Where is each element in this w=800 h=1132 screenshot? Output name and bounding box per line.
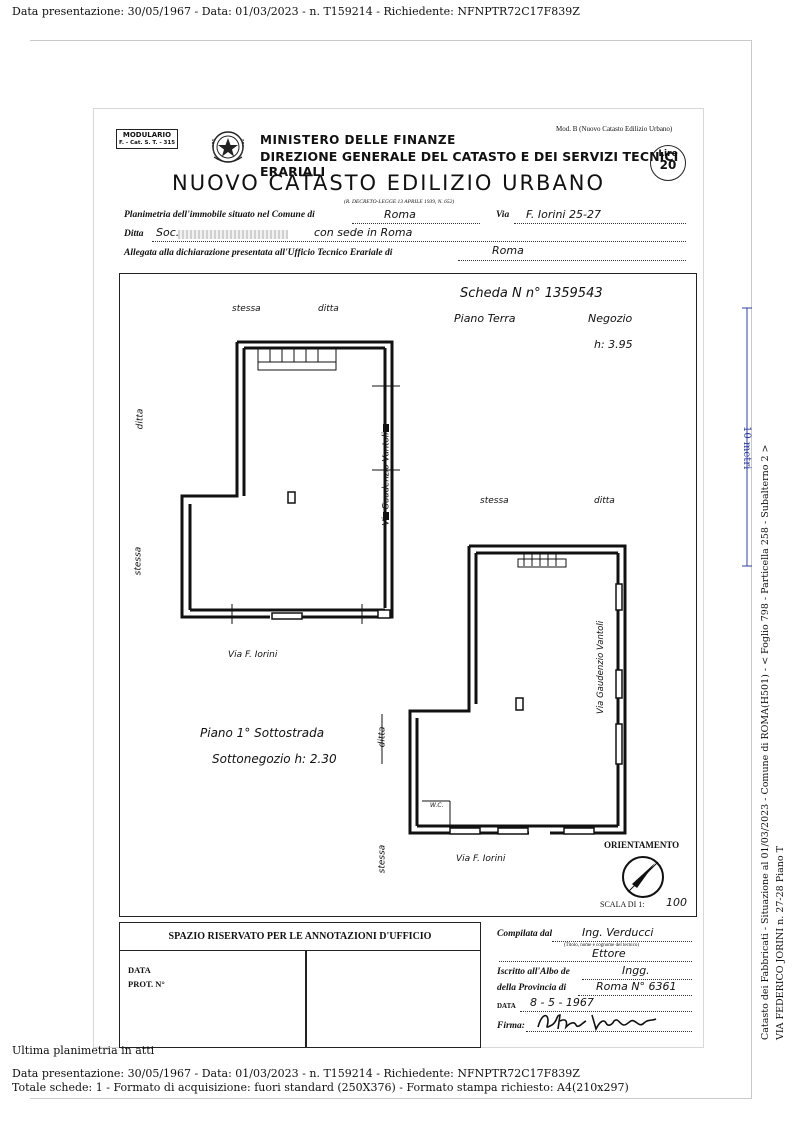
modulario-box: MODULARIO F. - Cat. S. T. - 315 bbox=[116, 129, 178, 149]
stessa-side-2: stessa bbox=[377, 844, 388, 874]
frame-bottom bbox=[30, 1098, 752, 1099]
spazio-riservato-title: SPAZIO RISERVATO PER LE ANNOTAZIONI D'UF… bbox=[120, 923, 480, 951]
modulario-title: MODULARIO bbox=[122, 131, 172, 139]
scala-value: 100 bbox=[666, 896, 687, 909]
titolo-note: (Titolo, nome e cognome del tecnico) bbox=[564, 943, 640, 948]
piano-terra-label: Piano Terra bbox=[454, 312, 516, 325]
lire-stamp: Lire 20 bbox=[650, 145, 686, 181]
compilata-value: Ing. Verducci bbox=[582, 926, 654, 939]
ditta-label: Ditta bbox=[124, 229, 144, 239]
header-info: Data presentazione: 30/05/1967 - Data: 0… bbox=[12, 5, 580, 18]
via-gaudenzio-2: Via Gaudenzio Vantoli bbox=[596, 620, 606, 714]
floor-plan-drawing bbox=[180, 340, 627, 835]
document-title: NUOVO CATASTO EDILIZIO URBANO bbox=[172, 171, 606, 195]
via-value: F. Iorini 25-27 bbox=[526, 208, 601, 221]
via-gaudenzio-1: Via Gaudenzio Vantoli bbox=[381, 432, 392, 526]
data-compilazione-line bbox=[520, 1011, 692, 1012]
republic-emblem-icon bbox=[211, 131, 245, 163]
direzione-title: DIREZIONE GENERALE DEL CATASTO E DEI SER… bbox=[260, 149, 679, 179]
comune-value: Roma bbox=[384, 208, 416, 221]
modulario-code: F. - Cat. S. T. - 315 bbox=[118, 140, 176, 146]
negozio-label: Negozio bbox=[588, 312, 633, 325]
ditta-value: Soc. bbox=[156, 226, 180, 239]
data-compilazione-value: 8 - 5 - 1967 bbox=[530, 996, 594, 1009]
provincia-label: della Provincia di bbox=[497, 983, 567, 993]
allegata-label: Allegata alla dichiarazione presentata a… bbox=[124, 248, 393, 258]
document-sheet: MODULARIO F. - Cat. S. T. - 315 MINISTER… bbox=[93, 108, 704, 1048]
footer-line-1: Data presentazione: 30/05/1967 - Data: 0… bbox=[12, 1067, 580, 1080]
provincia-line bbox=[578, 995, 692, 996]
mod-b-label: Mod. B (Nuovo Catasto Edilizio Urbano) bbox=[556, 125, 673, 133]
office-box: SPAZIO RISERVATO PER LE ANNOTAZIONI D'UF… bbox=[119, 922, 481, 1048]
stessa-label-1: stessa bbox=[232, 304, 261, 314]
via-iorini-2: Via F. Iorini bbox=[456, 854, 506, 864]
firma-label: Firma: bbox=[497, 1021, 525, 1031]
orientamento-label: ORIENTAMENTO bbox=[604, 840, 680, 850]
sottonegozio-label: Sottonegozio h: 2.30 bbox=[212, 752, 337, 766]
nome-value: Ettore bbox=[592, 947, 626, 960]
via-iorini-1: Via F. Iorini bbox=[228, 650, 278, 660]
iscritto-label: Iscritto all'Albo de bbox=[497, 967, 570, 977]
comune-line bbox=[352, 223, 480, 224]
plan-area: Scheda N n° 1359543 Piano Terra Negozio … bbox=[119, 273, 697, 917]
stessa-side-1: stessa bbox=[133, 546, 144, 576]
firma-line bbox=[526, 1031, 692, 1032]
office-prot-label: PROT. N° bbox=[128, 979, 165, 989]
compilata-line bbox=[552, 941, 692, 942]
nome-line bbox=[499, 961, 692, 962]
iscritto-line bbox=[582, 979, 692, 980]
ditta-label-2: ditta bbox=[594, 496, 615, 506]
allegata-value: Roma bbox=[492, 244, 524, 257]
lire-value: 20 bbox=[659, 158, 677, 172]
decree-note: (R. DECRETO-LEGGE 13 APRILE 1939, N. 652… bbox=[344, 199, 455, 205]
frame-right bbox=[751, 40, 752, 1099]
lire-label: Lire bbox=[658, 149, 678, 159]
side-caption-2: VIA FEDERICO JORINI n. 27-28 Piano T bbox=[775, 846, 786, 1040]
office-data-label: DATA bbox=[128, 965, 151, 975]
planimetria-label: Planimetria dell'immobile situato nel Co… bbox=[124, 210, 315, 220]
provincia-value: Roma N° 6361 bbox=[596, 980, 677, 993]
office-divider bbox=[305, 950, 307, 1047]
ditta-sede: con sede in Roma bbox=[314, 226, 413, 239]
scale-bar bbox=[742, 307, 752, 567]
ditta-label-1: ditta bbox=[318, 304, 339, 314]
iscritto-value: Ingg. bbox=[622, 964, 650, 977]
piano-sottostrada-label: Piano 1° Sottostrada bbox=[200, 726, 325, 740]
allegata-line bbox=[458, 260, 686, 261]
ditta-line bbox=[152, 241, 686, 242]
data-compilazione-label: DATA bbox=[497, 1002, 516, 1010]
side-caption-1: Catasto dei Fabbricati - Situazione al 0… bbox=[760, 444, 771, 1040]
via-label: Via bbox=[496, 210, 510, 220]
signature-image bbox=[537, 1014, 657, 1032]
ditta-side-2: ditta bbox=[377, 726, 388, 748]
via-line bbox=[514, 223, 686, 224]
redacted-name bbox=[178, 230, 288, 239]
compilata-label: Compilata dal bbox=[497, 929, 553, 939]
ministry-title: MINISTERO DELLE FINANZE bbox=[260, 133, 456, 147]
height-terra: h: 3.95 bbox=[594, 338, 633, 351]
scala-label: SCALA DI 1: bbox=[600, 900, 645, 909]
stessa-label-2: stessa bbox=[480, 496, 509, 506]
scale-label: 10 metri bbox=[741, 426, 752, 470]
ultima-planimetria: Ultima planimetria in atti bbox=[12, 1044, 155, 1057]
ditta-side-1: ditta bbox=[135, 408, 146, 430]
frame-top bbox=[30, 40, 752, 41]
wc-label: W.C. bbox=[430, 802, 444, 809]
scheda-number: Scheda N n° 1359543 bbox=[460, 286, 603, 301]
north-compass-icon bbox=[622, 856, 664, 898]
footer-line-2: Totale schede: 1 - Formato di acquisizio… bbox=[12, 1081, 629, 1094]
